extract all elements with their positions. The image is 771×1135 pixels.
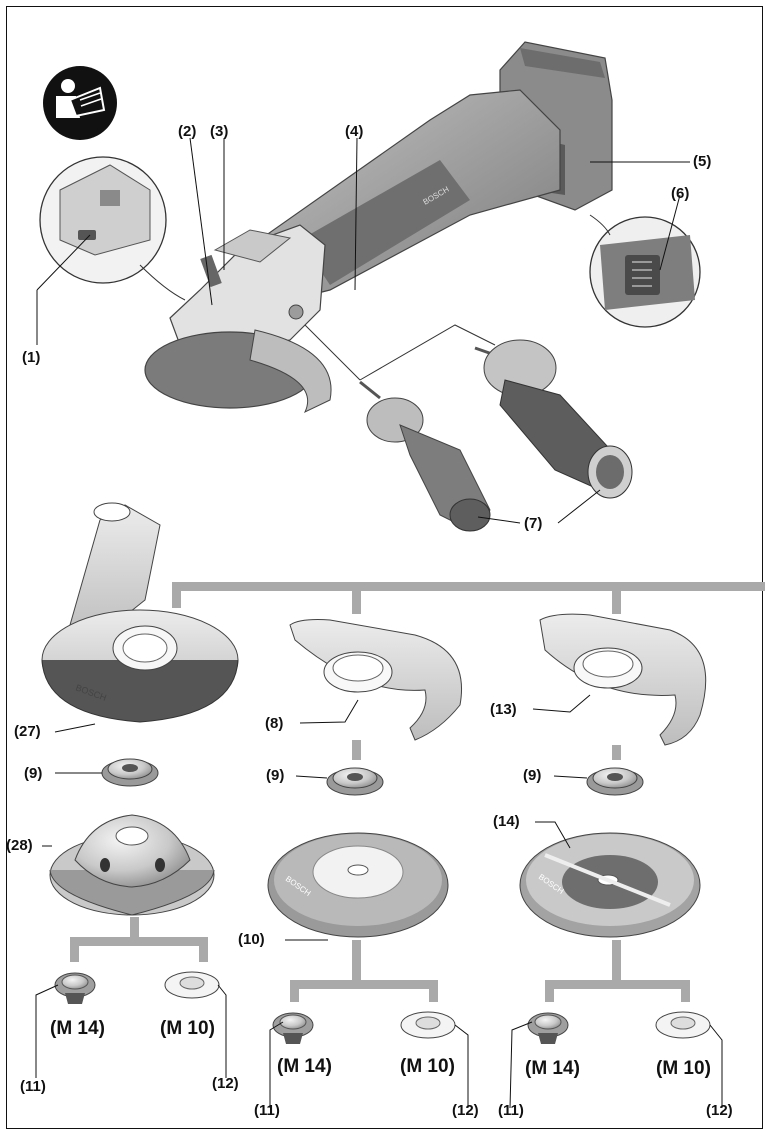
label-9-col1: (9) bbox=[24, 765, 43, 782]
label-9-col3: (9) bbox=[523, 767, 542, 784]
thread-label-m10-col2: (M 10) bbox=[400, 1056, 455, 1077]
connector-tree bbox=[70, 582, 765, 1002]
leader-lines-bottom bbox=[35, 694, 723, 1109]
label-5: (5) bbox=[693, 153, 712, 170]
label-10: (10) bbox=[238, 931, 265, 948]
thread-label-m14-col3: (M 14) bbox=[525, 1058, 580, 1079]
mounting-flange-1 bbox=[101, 758, 159, 787]
label-12-col2: (12) bbox=[452, 1102, 479, 1119]
mounting-flange-2 bbox=[326, 767, 384, 796]
label-28: (28) bbox=[6, 837, 33, 854]
thread-label-m10-col1: (M 10) bbox=[160, 1018, 215, 1039]
label-1: (1) bbox=[22, 349, 41, 366]
page-border bbox=[6, 6, 763, 1129]
read-manual-icon bbox=[43, 66, 117, 140]
label-11-col3: (11) bbox=[498, 1102, 524, 1119]
label-11-col1: (11) bbox=[20, 1078, 46, 1095]
thread-label-m14-col2: (M 14) bbox=[277, 1056, 332, 1077]
clamping-nut-m14-col3 bbox=[527, 1012, 569, 1044]
auxiliary-handle-right bbox=[359, 324, 633, 499]
diamond-cup-wheel bbox=[49, 814, 215, 916]
battery-indicator-detail bbox=[589, 214, 701, 328]
mounting-flange-3 bbox=[586, 767, 644, 796]
protection-guard-13 bbox=[539, 613, 707, 746]
label-2: (2) bbox=[178, 123, 197, 140]
label-6: (6) bbox=[671, 185, 690, 202]
thread-label-m10-col3: (M 10) bbox=[656, 1058, 711, 1079]
quick-clamping-nut-m10-col3 bbox=[655, 1011, 711, 1039]
grinding-disc-10: BOSCH bbox=[267, 832, 449, 938]
extraction-hood-illustration: BOSCH bbox=[41, 502, 239, 723]
leader-lines-top bbox=[36, 137, 690, 524]
label-8: (8) bbox=[265, 715, 284, 732]
label-13: (13) bbox=[490, 701, 517, 718]
label-12-col3: (12) bbox=[706, 1102, 733, 1119]
label-12-col1: (12) bbox=[212, 1075, 239, 1092]
protection-guard-8 bbox=[289, 619, 462, 741]
clamping-nut-m14-col2 bbox=[272, 1012, 314, 1044]
lock-button-detail bbox=[39, 156, 186, 301]
label-14: (14) bbox=[493, 813, 520, 830]
quick-clamping-nut-m10-col2 bbox=[400, 1011, 456, 1039]
auxiliary-handle-left bbox=[304, 324, 491, 532]
cutting-disc-14: BOSCH bbox=[519, 832, 701, 938]
label-7: (7) bbox=[524, 515, 543, 532]
label-4: (4) bbox=[345, 123, 364, 140]
quick-clamping-nut-m10-col1 bbox=[164, 971, 220, 999]
label-27: (27) bbox=[14, 723, 41, 740]
label-3: (3) bbox=[210, 123, 229, 140]
label-11-col2: (11) bbox=[254, 1102, 280, 1119]
clamping-nut-m14-col1 bbox=[54, 972, 96, 1004]
thread-label-m14-col1: (M 14) bbox=[50, 1018, 105, 1039]
label-9-col2: (9) bbox=[266, 767, 285, 784]
angle-grinder-illustration: BOSCH bbox=[144, 41, 613, 414]
